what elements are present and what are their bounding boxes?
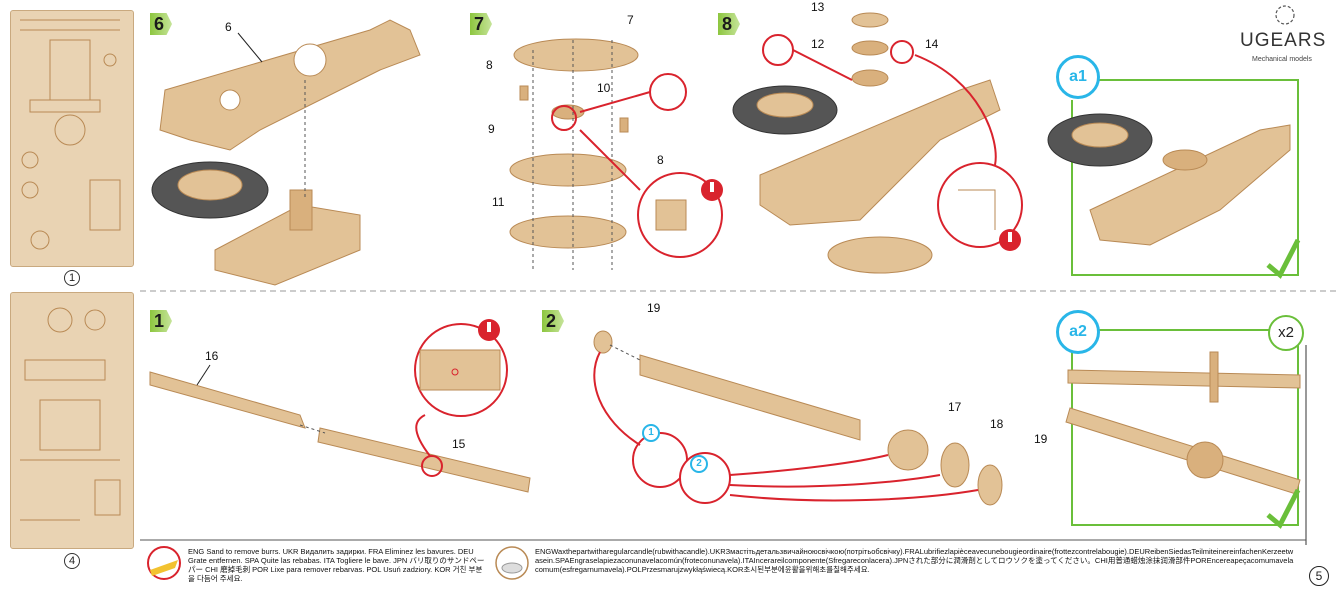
- part-label: 13: [811, 0, 825, 14]
- part-label: 19: [1034, 432, 1048, 446]
- badge-a1: a1: [1056, 55, 1100, 99]
- part-label: 15: [452, 437, 466, 451]
- sheet-number-1: 1: [64, 270, 80, 286]
- parts-sheet-4: [10, 292, 134, 549]
- part-label: 17: [948, 400, 962, 414]
- part-label: 14: [925, 37, 939, 51]
- part-label: 9: [488, 122, 495, 136]
- step-8-number: 8: [722, 14, 733, 34]
- part-label: 11: [492, 195, 505, 209]
- badge-a2: a2: [1056, 310, 1100, 354]
- page-number: 5: [1309, 566, 1329, 586]
- multiplier-badge: x2: [1268, 315, 1304, 351]
- sheet-number-4: 4: [64, 553, 80, 569]
- step-1-number: 1: [154, 311, 165, 331]
- part-label: 8: [657, 153, 664, 167]
- part-label: 8: [486, 58, 493, 72]
- part-label: 12: [811, 37, 825, 51]
- sub-step-1: 1: [642, 424, 660, 442]
- part-label: 19: [647, 301, 661, 315]
- sub-step-2: 2: [690, 455, 708, 473]
- step-2-number: 2: [546, 311, 557, 331]
- step-2-marker: 2: [542, 310, 564, 332]
- step-7-marker: 7: [470, 13, 492, 35]
- step-8-marker: 8: [718, 13, 740, 35]
- part-label: 10: [597, 81, 611, 95]
- step-7-number: 7: [474, 14, 485, 34]
- part-label: 18: [990, 417, 1004, 431]
- legend-sand: ENG Sand to remove burrs. UKR Видалить з…: [188, 547, 485, 583]
- step-6-marker: 6: [150, 13, 172, 35]
- part-label: 16: [205, 349, 219, 363]
- part-label: 7: [627, 13, 634, 27]
- brand-tagline: Mechanical models: [1252, 56, 1312, 63]
- step-6-number: 6: [154, 14, 165, 34]
- parts-sheet-1: [10, 10, 134, 267]
- legend-wax: ENGWaxthepartwitharegularcandle(rubwitha…: [535, 547, 1294, 574]
- part-label: 6: [225, 20, 232, 34]
- step-1-marker: 1: [150, 310, 172, 332]
- brand-name: UGEARS: [1240, 30, 1327, 51]
